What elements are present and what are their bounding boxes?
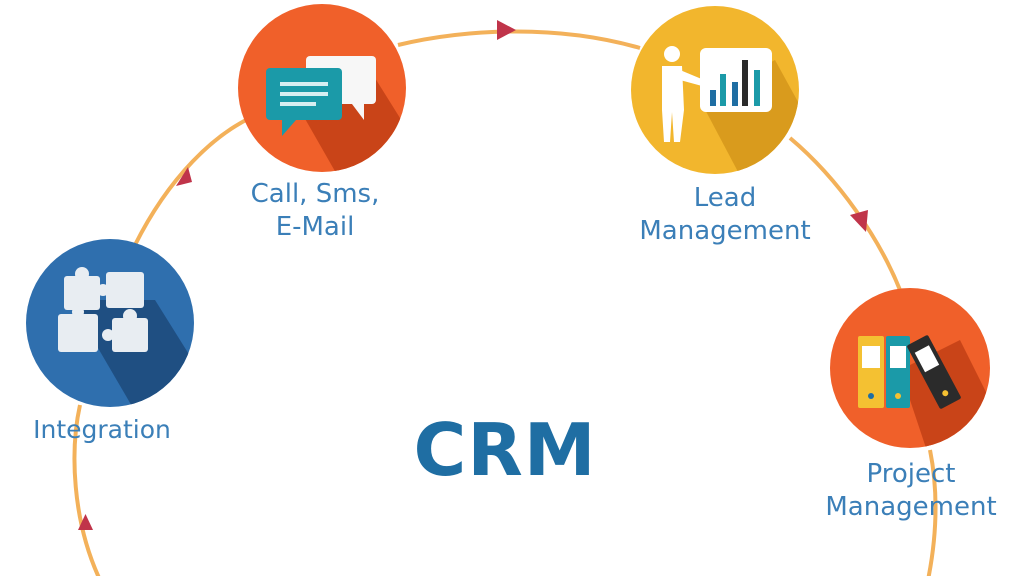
lead-management-node	[631, 6, 799, 174]
presentation-chart-icon	[662, 46, 772, 142]
cycle-ring	[72, 29, 938, 576]
communication-label-line-1: Call, Sms,	[250, 179, 380, 209]
project-management-label-line-2: Management	[825, 492, 997, 523]
integration-label-line: Integration	[33, 415, 171, 444]
crm-title: CRM	[413, 408, 597, 492]
communication-node	[238, 4, 406, 172]
lead-management-label-line-1: Lead	[693, 183, 757, 213]
puzzle-icon	[58, 267, 148, 352]
lead-management-label-line-2: Management	[639, 216, 811, 247]
integration-node	[26, 239, 194, 407]
communication-label-line-2: E-Mail	[275, 212, 355, 243]
project-management-label-line-1: Project	[866, 459, 956, 489]
arrow-marker	[78, 514, 93, 530]
project-management-node	[830, 288, 990, 448]
binders-icon	[858, 335, 961, 409]
project-management-label: Project Management	[806, 458, 1016, 525]
lead-management-label: Lead Management	[615, 182, 835, 249]
chat-bubbles-icon	[266, 56, 376, 136]
arrow-marker	[497, 20, 516, 40]
arrow-marker	[176, 167, 192, 186]
communication-label: Call, Sms, E-Mail	[220, 178, 410, 245]
arrow-marker	[850, 210, 868, 232]
integration-label: Integration	[12, 414, 192, 446]
